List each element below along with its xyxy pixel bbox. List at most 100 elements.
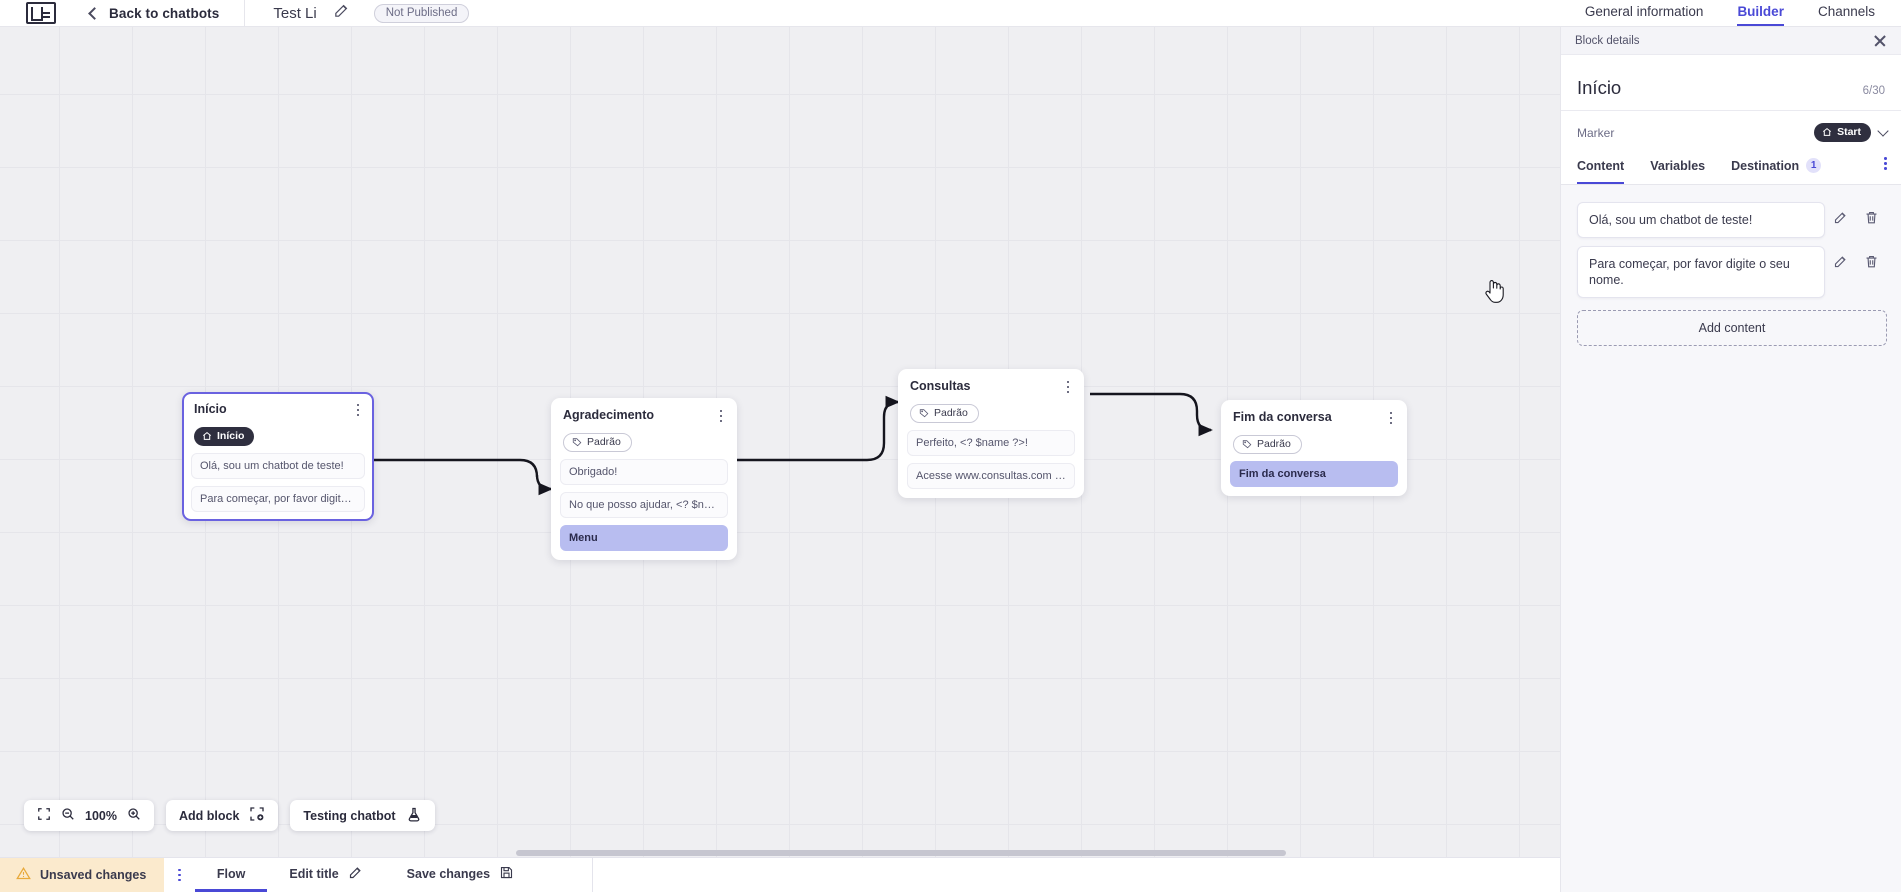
bottom-tab-flow[interactable]: Flow	[194, 858, 268, 892]
block-header: Agradecimento	[560, 408, 728, 424]
panel-tab-content[interactable]: Content	[1577, 153, 1625, 184]
edit-content-icon[interactable]	[1825, 202, 1856, 225]
panel-title-row: Início 6/30	[1561, 55, 1901, 111]
tab-builder[interactable]: Builder	[1737, 4, 1784, 26]
tag-icon	[919, 409, 929, 418]
panel-tabs-more-menu[interactable]	[1884, 156, 1887, 179]
destination-count-badge: 1	[1806, 158, 1822, 173]
block-message[interactable]: Obrigado!	[560, 459, 728, 485]
marker-select[interactable]: Start	[1814, 123, 1889, 142]
block-message[interactable]: Para começar, por favor digite o ...	[191, 486, 365, 512]
canvas-toolbar: 100% Add block Testing	[24, 800, 435, 831]
flow-block-agradecimento[interactable]: Agradecimento Padrão Obrigado! No que po…	[551, 398, 737, 560]
fit-screen-icon[interactable]	[37, 807, 51, 824]
block-message[interactable]: No que posso ajudar, <? $name ...	[560, 492, 728, 518]
block-message[interactable]: Olá, sou um chatbot de teste!	[191, 453, 365, 479]
add-content-button[interactable]: Add content	[1577, 310, 1887, 346]
save-changes-button[interactable]: Save changes	[385, 858, 536, 892]
tag-icon	[572, 438, 582, 447]
zoom-in-icon[interactable]	[127, 807, 141, 824]
block-kebab-menu[interactable]	[1061, 379, 1075, 395]
close-icon[interactable]	[1873, 34, 1887, 48]
bottom-bar: Unsaved changes Flow Edit title Save cha…	[0, 857, 1560, 892]
tag-icon	[1242, 440, 1252, 449]
block-badge-label: Padrão	[934, 407, 968, 419]
save-changes-label: Save changes	[406, 866, 491, 881]
block-badge-default: Padrão	[563, 433, 632, 452]
block-title: Início	[194, 402, 227, 416]
flow-canvas[interactable]: Início Início Olá, sou um chatbot de tes…	[0, 27, 1560, 857]
content-text[interactable]: Olá, sou um chatbot de teste!	[1577, 202, 1825, 238]
home-icon	[202, 432, 212, 440]
unsaved-changes-indicator: Unsaved changes	[0, 858, 165, 892]
character-count: 6/30	[1862, 85, 1885, 97]
block-badge-row: Padrão	[907, 404, 1075, 423]
tab-channels[interactable]: Channels	[1817, 4, 1875, 19]
edit-title-button[interactable]: Edit title	[267, 858, 384, 892]
block-badge-label: Início	[217, 430, 245, 442]
block-message[interactable]: Acesse www.consultas.com par...	[907, 463, 1075, 489]
marker-value-badge: Start	[1814, 123, 1871, 142]
marker-row: Marker Start	[1561, 111, 1901, 152]
panel-tab-destination[interactable]: Destination 1	[1731, 152, 1822, 184]
panel-tab-label: Destination	[1731, 158, 1800, 173]
marker-label: Marker	[1577, 125, 1615, 140]
panel-tab-variables[interactable]: Variables	[1650, 153, 1705, 184]
block-title: Agradecimento	[563, 408, 654, 422]
panel-content-body: Olá, sou um chatbot de teste! Para começ…	[1561, 185, 1901, 892]
panel-tab-label: Variables	[1650, 158, 1706, 173]
flow-block-fim-da-conversa[interactable]: Fim da conversa Padrão Fim da conversa	[1221, 400, 1407, 496]
pencil-icon[interactable]	[333, 2, 350, 24]
block-kebab-menu[interactable]	[351, 402, 365, 418]
flask-icon	[406, 806, 422, 826]
block-header: Fim da conversa	[1230, 410, 1398, 426]
flow-label: Flow	[216, 866, 246, 881]
content-item-row: Para começar, por favor digite o seu nom…	[1577, 246, 1887, 298]
panel-tab-label: Content	[1577, 158, 1625, 173]
chevron-left-icon	[88, 6, 101, 20]
delete-content-icon[interactable]	[1856, 246, 1887, 269]
block-message-menu[interactable]: Menu	[560, 525, 728, 551]
panel-header: Block details	[1561, 27, 1901, 55]
edit-content-icon[interactable]	[1825, 246, 1856, 269]
block-badge-label: Padrão	[587, 436, 621, 448]
content-text[interactable]: Para começar, por favor digite o seu nom…	[1577, 246, 1825, 298]
block-header: Consultas	[907, 379, 1075, 395]
panel-header-label: Block details	[1575, 34, 1640, 47]
canvas-horizontal-scrollbar[interactable]	[0, 848, 1560, 857]
block-details-panel: Block details Início 6/30 Marker Start C…	[1560, 27, 1901, 892]
bottom-kebab-menu[interactable]	[164, 858, 195, 892]
block-kebab-menu[interactable]	[714, 408, 728, 424]
marker-value-label: Start	[1837, 126, 1861, 138]
delete-content-icon[interactable]	[1856, 202, 1887, 225]
panel-tabs: Content Variables Destination 1	[1561, 152, 1901, 185]
block-message-end[interactable]: Fim da conversa	[1230, 461, 1398, 487]
block-badge-row: Padrão	[560, 433, 728, 452]
chevron-down-icon[interactable]	[1877, 124, 1889, 137]
block-message[interactable]: Perfeito, <? $name ?>!	[907, 430, 1075, 456]
zoom-out-icon[interactable]	[61, 807, 75, 824]
flow-block-consultas[interactable]: Consultas Padrão Perfeito, <? $name ?>! …	[898, 369, 1084, 498]
flow-block-inicio[interactable]: Início Início Olá, sou um chatbot de tes…	[182, 392, 374, 521]
status-badge: Not Published	[373, 3, 470, 23]
testing-chatbot-label: Testing chatbot	[303, 808, 396, 823]
block-badge-row: Padrão	[1230, 435, 1398, 454]
zoom-controls[interactable]: 100%	[24, 800, 154, 831]
scrollbar-thumb[interactable]	[516, 850, 1286, 856]
block-badge-label: Padrão	[1257, 438, 1291, 450]
tab-general-information[interactable]: General information	[1584, 4, 1704, 19]
warning-triangle-icon	[16, 866, 31, 884]
testing-chatbot-button[interactable]: Testing chatbot	[290, 800, 435, 831]
chatbot-title: Test Li	[273, 4, 317, 22]
bottom-divider	[592, 858, 594, 892]
block-badge-row: Início	[191, 427, 365, 446]
save-disk-icon	[499, 865, 514, 883]
edit-title-label: Edit title	[289, 866, 339, 881]
back-to-chatbots-button[interactable]: Back to chatbots	[88, 6, 219, 21]
block-badge-default: Padrão	[1233, 435, 1302, 454]
add-block-button[interactable]: Add block	[165, 800, 279, 831]
add-block-label: Add block	[178, 808, 240, 823]
pencil-icon	[348, 865, 363, 883]
block-kebab-menu[interactable]	[1384, 410, 1398, 426]
